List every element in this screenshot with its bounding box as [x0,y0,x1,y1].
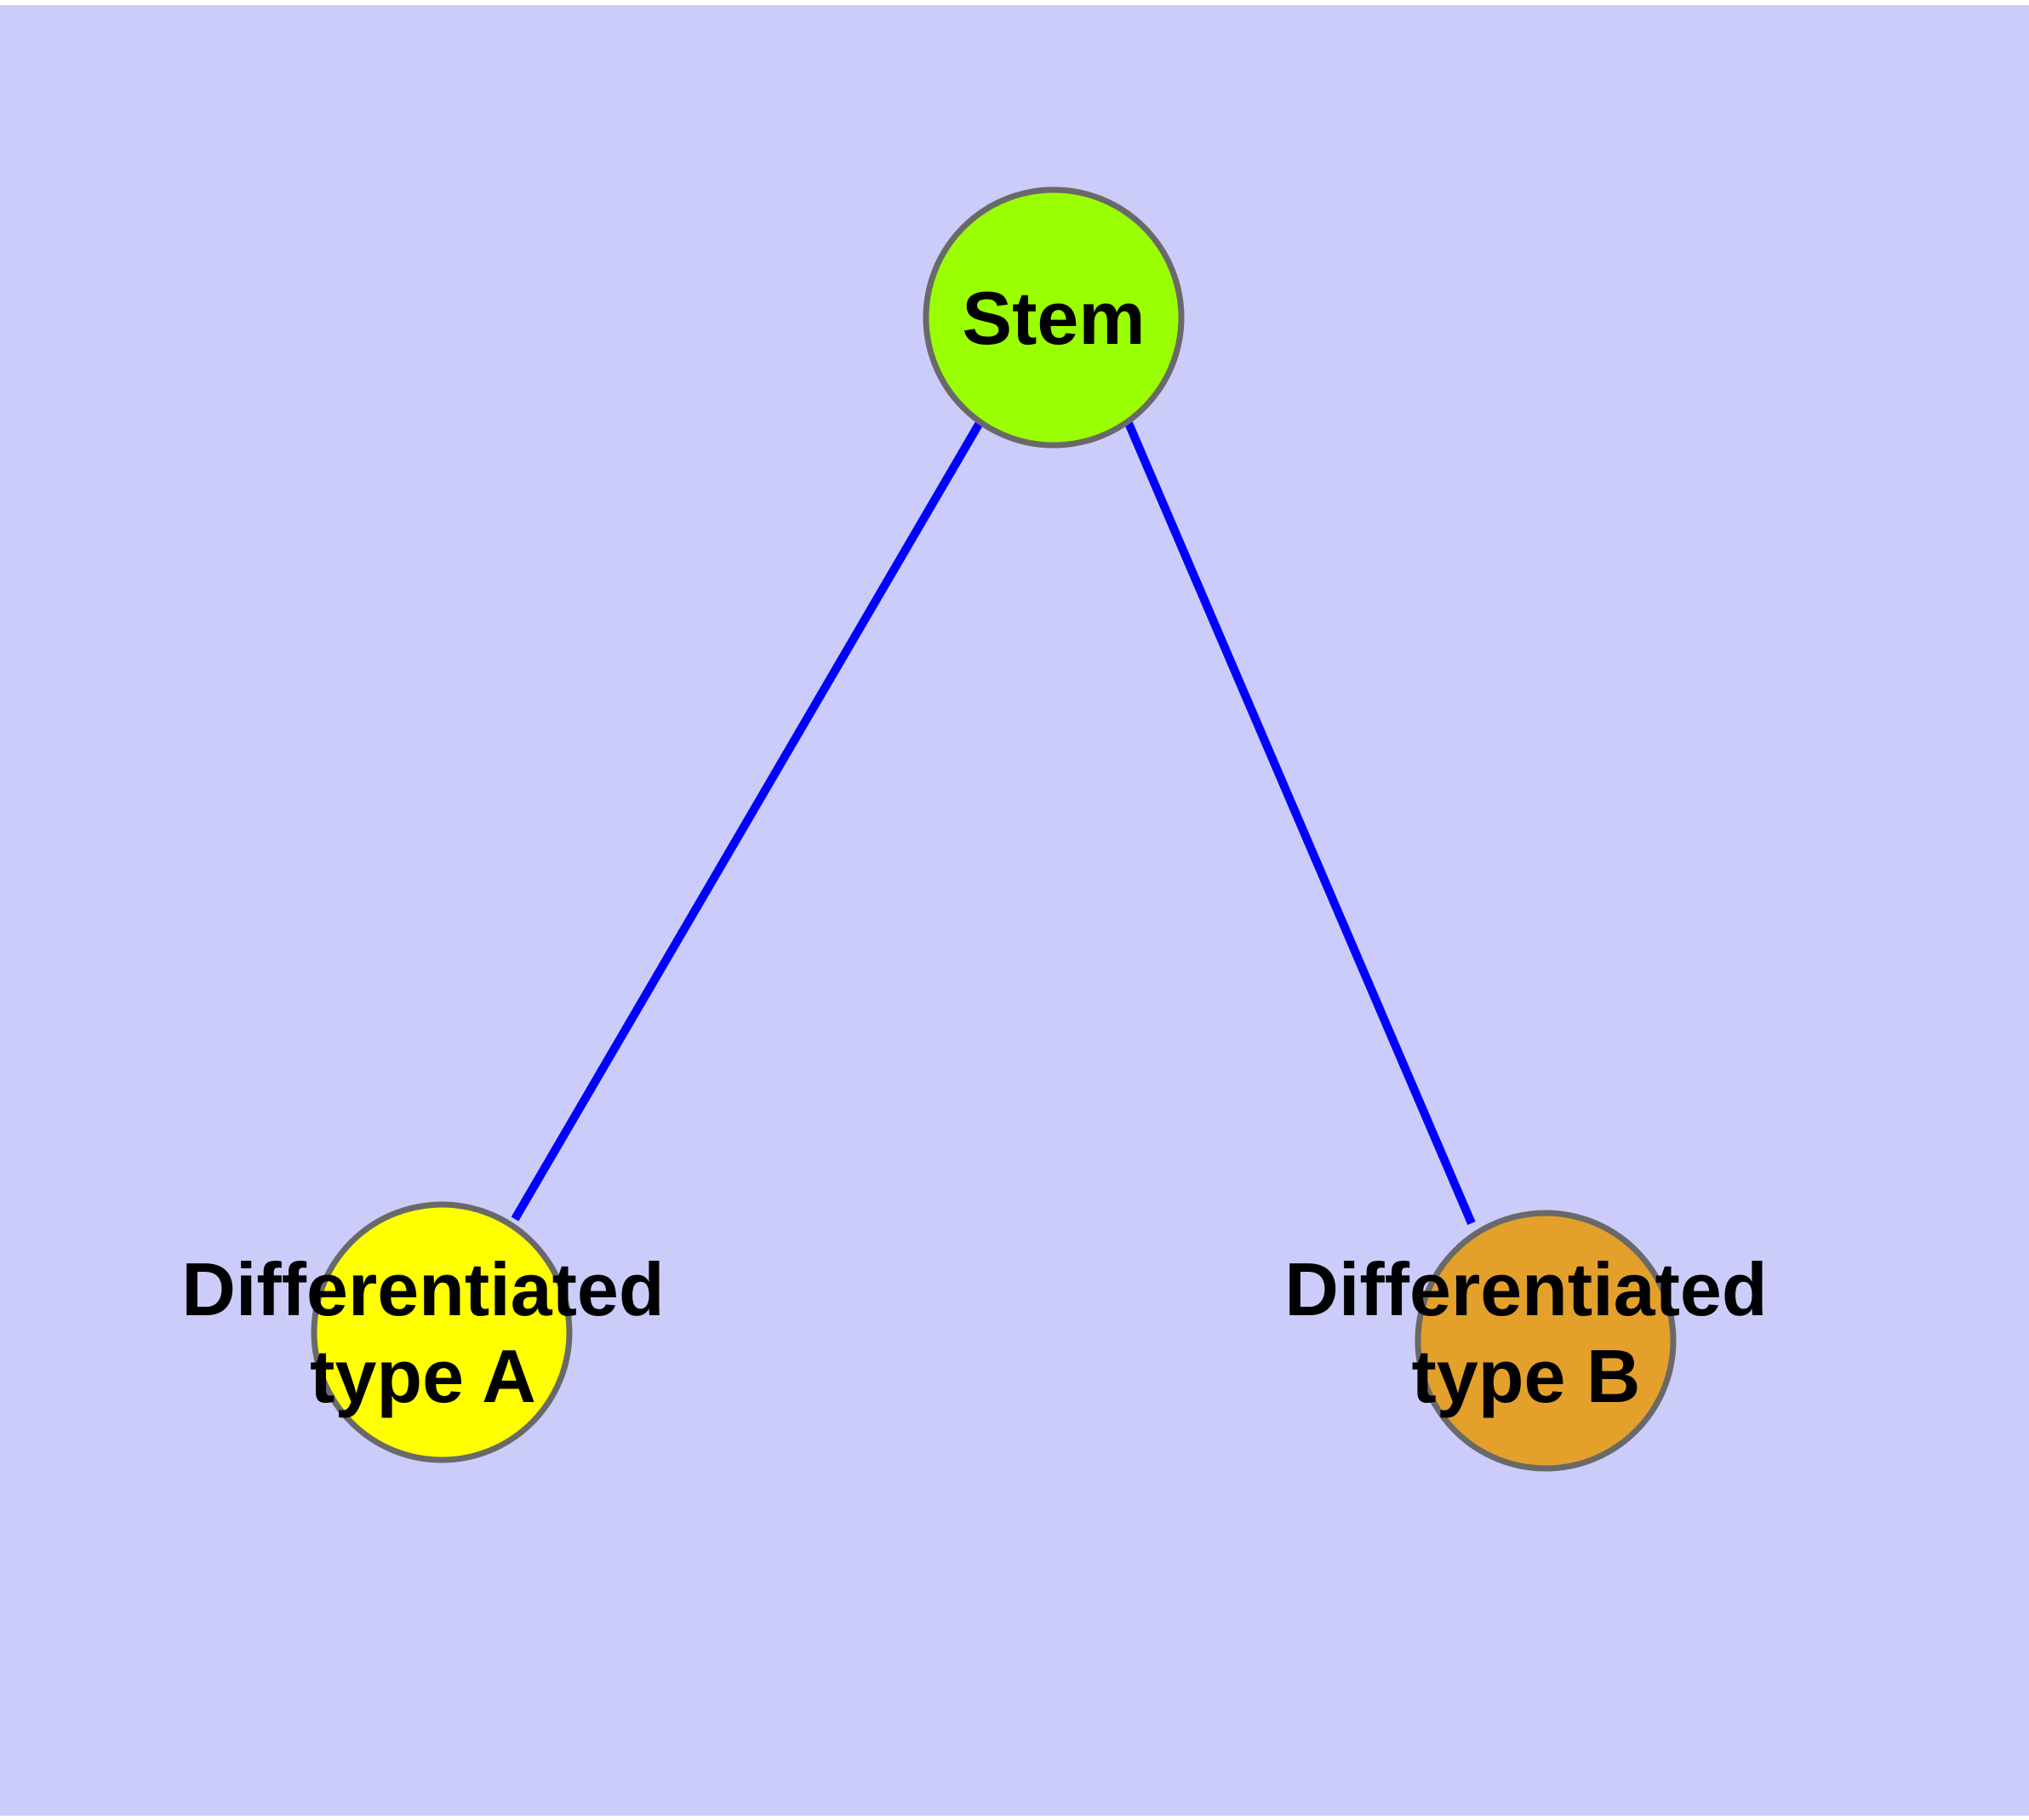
node-label-line: Differentiated [1284,1247,1767,1331]
node-stem[interactable] [923,186,1185,449]
edges-layer [511,419,1476,1225]
nodes-layer [311,186,1677,1472]
edge-stem-to-diff-a [511,419,985,1222]
node-label-line: Stem [962,276,1145,360]
node-diff-b[interactable] [1415,1210,1677,1472]
edge-stem-to-diff-b [1124,421,1476,1225]
node-label-stem: Stem [962,276,1145,360]
node-label-line: type A [310,1334,536,1418]
node-label-line: Differentiated [181,1247,664,1331]
node-label-line: type B [1412,1334,1641,1418]
node-diff-a[interactable] [311,1201,573,1463]
